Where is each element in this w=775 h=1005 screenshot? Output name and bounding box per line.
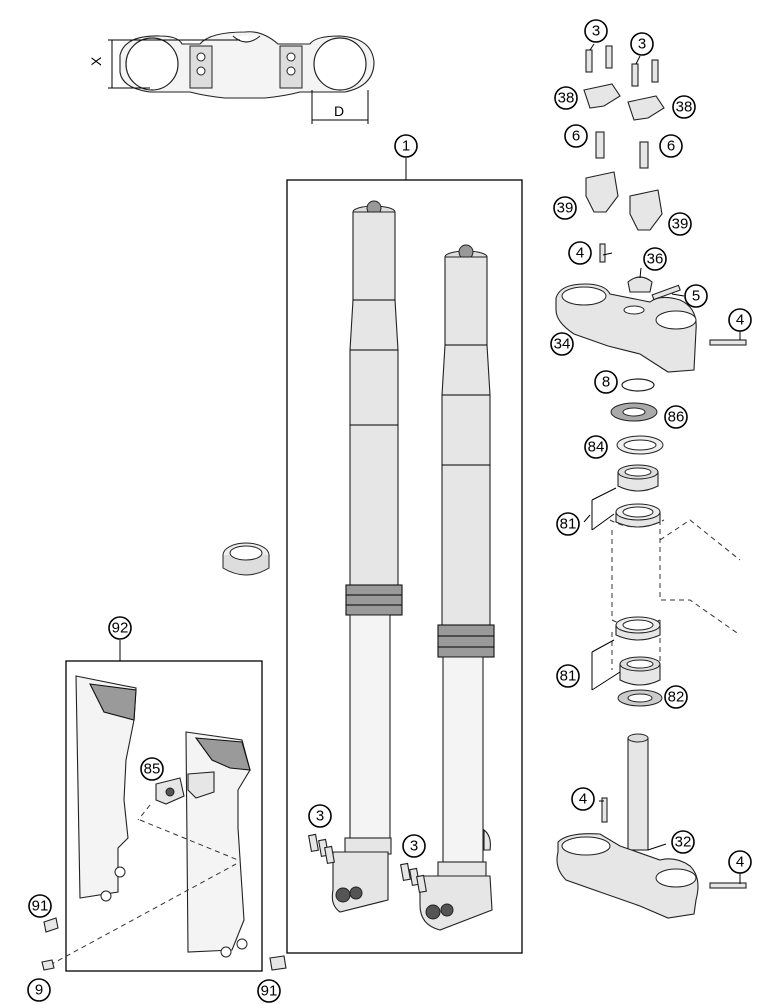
guard-screw-91-left bbox=[43, 917, 59, 933]
svg-text:39: 39 bbox=[557, 200, 574, 217]
seal-82 bbox=[617, 689, 663, 707]
svg-text:3: 3 bbox=[592, 23, 600, 40]
svg-text:92: 92 bbox=[112, 620, 129, 637]
loose-fork-ring bbox=[222, 542, 270, 576]
svg-text:81: 81 bbox=[560, 516, 577, 533]
bolts-3-top bbox=[585, 45, 659, 87]
callout-32: 32 bbox=[671, 830, 695, 854]
callout-81: 81 bbox=[556, 664, 580, 688]
callout-3: 3 bbox=[402, 834, 426, 858]
callout-91: 91 bbox=[257, 979, 281, 1003]
fork-guard-frame bbox=[65, 660, 263, 972]
fork-clamp-bolts-left bbox=[308, 833, 335, 865]
fork-assembly-frame bbox=[286, 179, 523, 954]
callout-4: 4 bbox=[728, 308, 752, 332]
callout-39: 39 bbox=[553, 196, 577, 220]
svg-text:4: 4 bbox=[579, 791, 587, 808]
svg-text:4: 4 bbox=[736, 854, 744, 871]
svg-text:84: 84 bbox=[588, 439, 605, 456]
left-fork-guard bbox=[75, 675, 137, 902]
callout-85: 85 bbox=[140, 757, 164, 781]
svg-text:3: 3 bbox=[638, 36, 646, 53]
svg-text:86: 86 bbox=[668, 409, 685, 426]
callout-91: 91 bbox=[28, 894, 52, 918]
bearing-81-lower bbox=[619, 656, 661, 686]
callout-3: 3 bbox=[308, 804, 332, 828]
callout-84: 84 bbox=[584, 435, 608, 459]
callout-36: 36 bbox=[643, 247, 667, 271]
lower-triple-clamp-32 bbox=[556, 733, 747, 919]
callout-38: 38 bbox=[672, 95, 696, 119]
svg-text:4: 4 bbox=[736, 312, 744, 329]
callout-4: 4 bbox=[728, 850, 752, 874]
svg-text:38: 38 bbox=[558, 90, 575, 107]
callout-82: 82 bbox=[664, 685, 688, 709]
callout-3: 3 bbox=[630, 32, 654, 56]
callout-9: 9 bbox=[27, 978, 51, 1002]
clamp-cap-38 bbox=[583, 83, 665, 121]
svg-text:81: 81 bbox=[560, 668, 577, 685]
svg-text:32: 32 bbox=[675, 834, 692, 851]
callout-34: 34 bbox=[550, 332, 574, 356]
callout-4: 4 bbox=[571, 787, 595, 811]
guard-bracket-right bbox=[187, 771, 215, 799]
right-fork-leg bbox=[419, 244, 495, 931]
fork-clamp-bolts-right bbox=[400, 862, 427, 894]
bolts-6 bbox=[595, 131, 649, 169]
upper-triple-clamp-34 bbox=[555, 243, 747, 373]
callout-6: 6 bbox=[564, 124, 588, 148]
callout-86: 86 bbox=[664, 405, 688, 429]
callout-81: 81 bbox=[556, 512, 580, 536]
o-ring-8 bbox=[621, 378, 655, 392]
guard-screw-91-right bbox=[269, 955, 287, 971]
svg-text:38: 38 bbox=[676, 99, 693, 116]
callout-3: 3 bbox=[584, 19, 608, 43]
callout-5: 5 bbox=[684, 284, 708, 308]
bearing-81-upper bbox=[617, 464, 659, 492]
callout-4: 4 bbox=[568, 241, 592, 265]
bearing-race-81-upper bbox=[615, 503, 661, 528]
left-fork-leg bbox=[331, 200, 403, 913]
callout-8: 8 bbox=[594, 370, 618, 394]
svg-text:85: 85 bbox=[144, 761, 161, 778]
callout-1: 1 bbox=[394, 134, 418, 158]
seal-ring-84 bbox=[616, 435, 664, 455]
guard-screw-9 bbox=[41, 959, 55, 971]
svg-text:4: 4 bbox=[576, 245, 584, 262]
svg-text:9: 9 bbox=[35, 982, 43, 999]
right-fork-guard bbox=[185, 731, 251, 958]
callout-92: 92 bbox=[108, 616, 132, 640]
callout-6: 6 bbox=[659, 134, 683, 158]
callout-39: 39 bbox=[668, 212, 692, 236]
svg-text:1: 1 bbox=[402, 138, 410, 155]
clamp-base-39 bbox=[585, 171, 663, 231]
dust-seal-86 bbox=[610, 402, 658, 422]
triple-clamp-dimension-sketch: X D bbox=[88, 31, 375, 124]
svg-text:8: 8 bbox=[602, 374, 610, 391]
leader-lines bbox=[583, 43, 741, 884]
svg-text:6: 6 bbox=[667, 138, 675, 155]
svg-text:3: 3 bbox=[410, 838, 418, 855]
svg-text:82: 82 bbox=[668, 689, 685, 706]
svg-text:6: 6 bbox=[572, 128, 580, 145]
svg-text:36: 36 bbox=[647, 251, 664, 268]
bearing-race-81-lower bbox=[615, 616, 661, 641]
svg-text:91: 91 bbox=[32, 898, 49, 915]
dimension-x-label: X bbox=[88, 56, 104, 66]
callout-38: 38 bbox=[554, 86, 578, 110]
dimension-d-label: D bbox=[334, 103, 344, 119]
svg-text:34: 34 bbox=[554, 336, 571, 353]
svg-text:5: 5 bbox=[692, 288, 700, 305]
svg-text:3: 3 bbox=[316, 808, 324, 825]
svg-text:39: 39 bbox=[672, 216, 689, 233]
guard-bracket bbox=[155, 777, 185, 805]
frame-head-outline bbox=[609, 519, 741, 670]
svg-text:91: 91 bbox=[261, 983, 278, 1000]
